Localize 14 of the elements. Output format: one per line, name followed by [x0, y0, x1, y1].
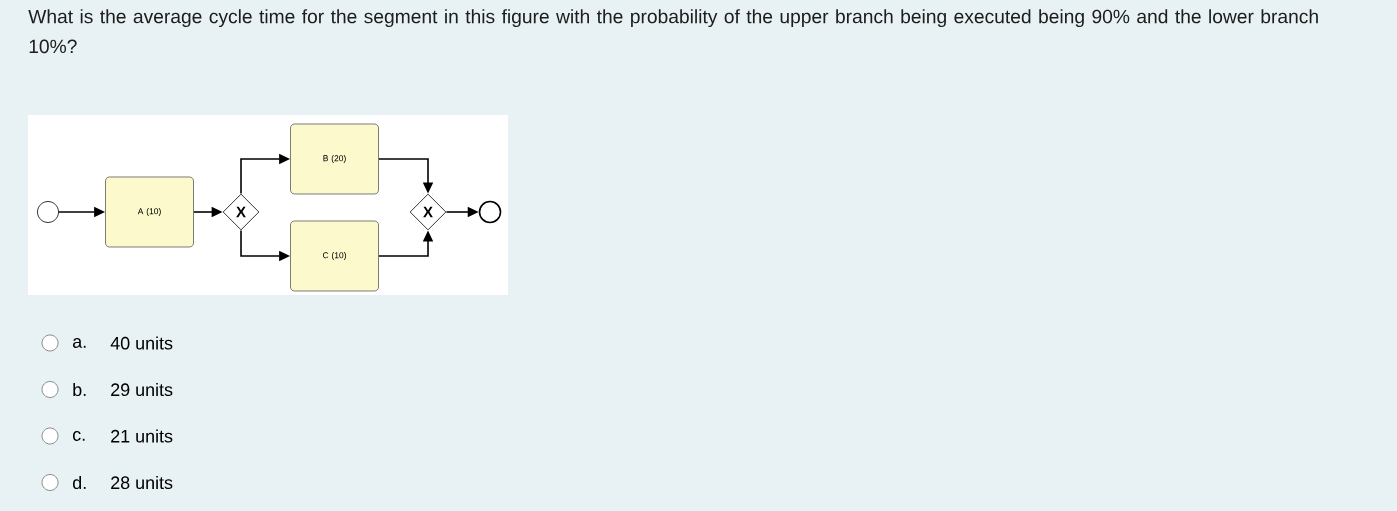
event-circle — [37, 201, 59, 223]
option-letter: c. — [73, 431, 85, 441]
task-box: C (10) — [290, 220, 379, 292]
option-text: 29 units — [111, 382, 173, 397]
option-letter: d. — [72, 475, 86, 490]
question-text: What is the average cycle time for the segment in this figure with the probability of the upper branch being executed being 90% and the lower branch 10%? — [28, 9, 1318, 54]
option-text: 21 units — [111, 429, 173, 443]
task-box: B (20) — [290, 123, 379, 195]
option-text: 28 units — [111, 475, 173, 490]
option-letter: b. — [73, 382, 86, 397]
task-box: A (10) — [105, 176, 194, 248]
option-text: 40 units — [110, 336, 173, 350]
event-circle — [478, 200, 502, 224]
option-letter: a. — [73, 338, 86, 348]
